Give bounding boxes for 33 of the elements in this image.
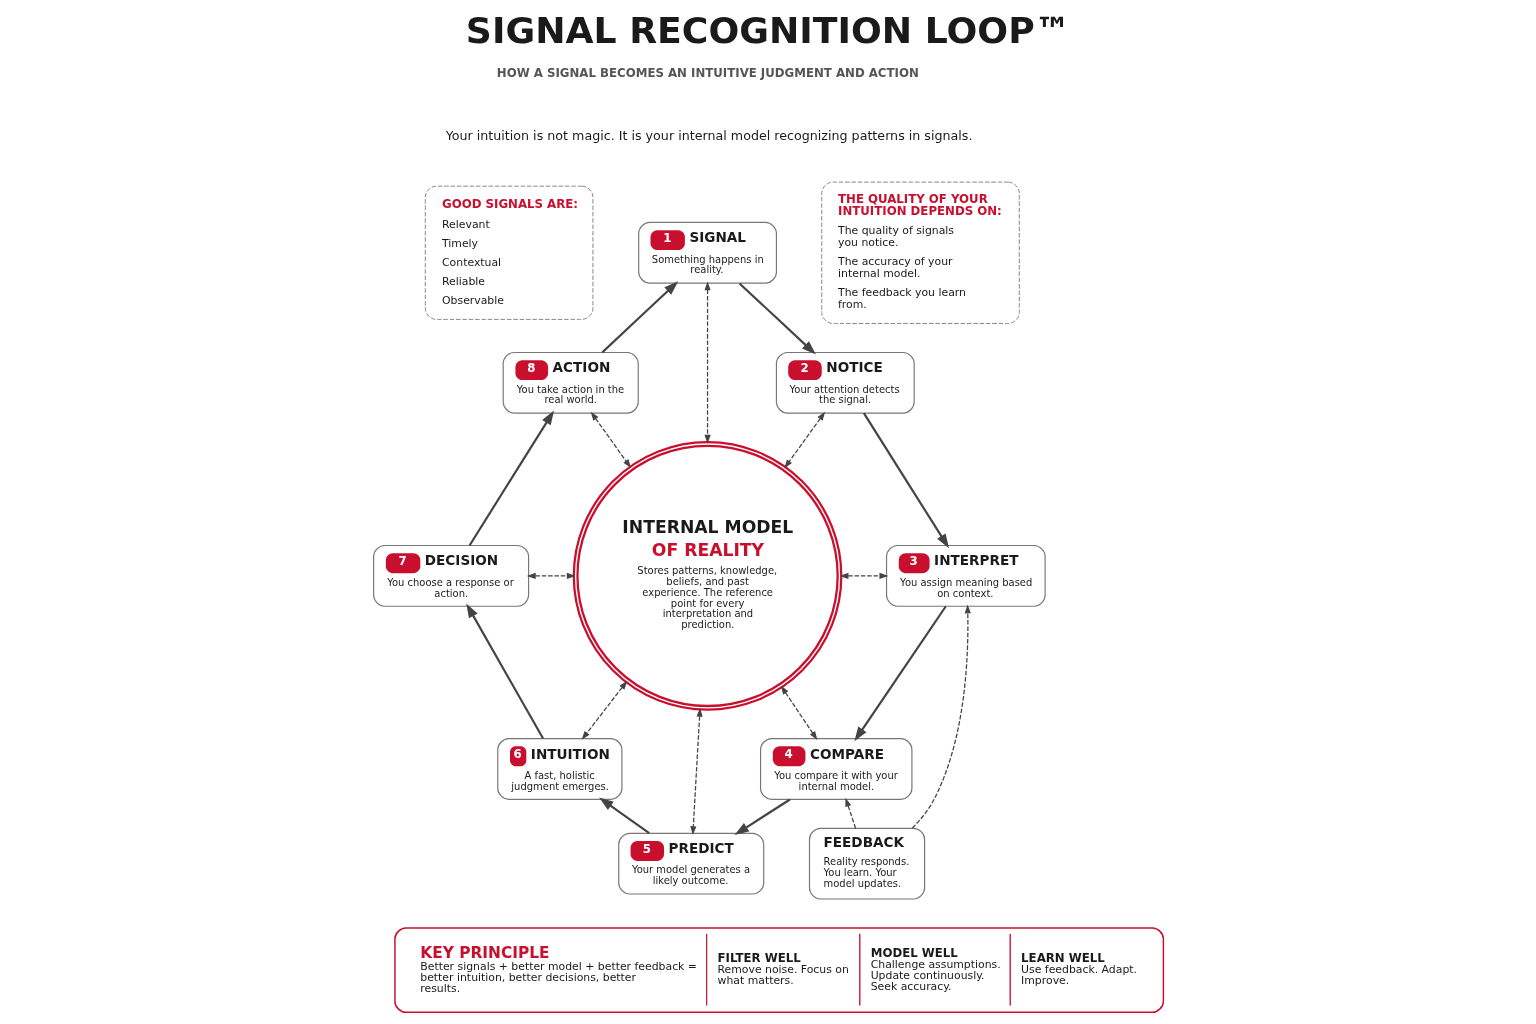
arrow bbox=[526, 572, 576, 579]
node-box: 6 INTUITION A fast, holistic judgment emerges. bbox=[496, 738, 622, 800]
node-box: 7 DECISION You choose a response or action. bbox=[372, 544, 529, 607]
node-box: 3 INTERPRET You assign meaning based on context. bbox=[885, 544, 1046, 607]
arrow bbox=[780, 685, 817, 741]
node-box: 1 SIGNAL Something happens in reality. bbox=[637, 221, 777, 284]
node-box: 8 ACTION You take action in the real world. bbox=[502, 351, 639, 414]
node-box: 5 PREDICT Your model generates a likely outcome. bbox=[617, 832, 764, 895]
arrow bbox=[783, 411, 825, 469]
arrow bbox=[689, 707, 703, 836]
arrow bbox=[911, 604, 971, 829]
arrow bbox=[734, 798, 791, 835]
arrow bbox=[839, 572, 888, 579]
arrow bbox=[598, 797, 650, 834]
node-box: FEEDBACK Reality responds. You learn. Your model updates. bbox=[808, 827, 925, 900]
arrow bbox=[844, 797, 856, 829]
node-box: 4 COMPARE You compare it with your internal model. bbox=[759, 738, 912, 800]
node-box: KEY PRINCIPLE Better signals + better model + better feedback = better intuition, better decisions, better results. FILTER WELL Remove noise. Focus on what matters. MODEL WELL Challenge assumptions. Update continuously. Seek accuracy. LEARN WELL Use feedback. Adapt. Improve. bbox=[393, 927, 1164, 1013]
arrow bbox=[738, 282, 816, 355]
node-box: 2 NOTICE Your attention detects the signal. bbox=[775, 351, 915, 414]
arrow bbox=[601, 281, 678, 354]
diagram-title: SIGNAL RECOGNITION LOOP™ bbox=[465, 9, 1071, 53]
label: HOW A SIGNAL BECOMES AN INTUITIVE JUDGMENT AND ACTION bbox=[496, 66, 919, 81]
node-box: GOOD SIGNALS ARE: Relevant Timely Contextual Reliable Observable bbox=[424, 185, 593, 320]
arrow bbox=[581, 680, 627, 740]
node-box: THE QUALITY OF YOUR INTUITION DEPENDS ON: The quality of signals you notice. The accuracy of your internal model. The feedback you learn from. bbox=[820, 181, 1020, 324]
arrow bbox=[862, 412, 949, 549]
arrow bbox=[853, 605, 947, 742]
label: Your intuition is not magic. It is your internal model recognizing patterns in signals. bbox=[445, 128, 972, 144]
arrow bbox=[468, 410, 554, 547]
arrow bbox=[465, 603, 544, 740]
arrow bbox=[590, 411, 631, 469]
arrow bbox=[703, 281, 711, 444]
